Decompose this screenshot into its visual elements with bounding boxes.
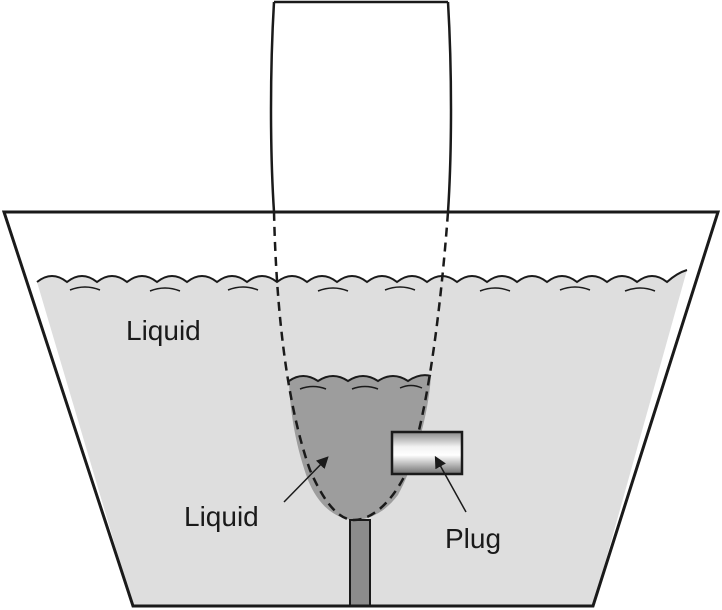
- plug-label: Plug: [445, 523, 501, 554]
- arrow-icon: [434, 455, 467, 513]
- inner-liquid-label: Liquid: [184, 501, 259, 532]
- bucket-outline: [1, 210, 721, 608]
- tube-upper: [269, 0, 453, 213]
- arrow-icon: [283, 456, 329, 503]
- tube-stem: [349, 519, 371, 607]
- plug: [390, 430, 464, 476]
- outer-liquid-surface: [36, 269, 688, 284]
- inner-liquid-surface: [288, 374, 432, 383]
- inner-surface-ripples: [299, 384, 423, 390]
- outer-liquid-label: Liquid: [126, 315, 201, 346]
- tube-lower-dashed: [272, 211, 450, 522]
- inner-liquid: [289, 375, 431, 520]
- surface-ripples: [69, 286, 656, 292]
